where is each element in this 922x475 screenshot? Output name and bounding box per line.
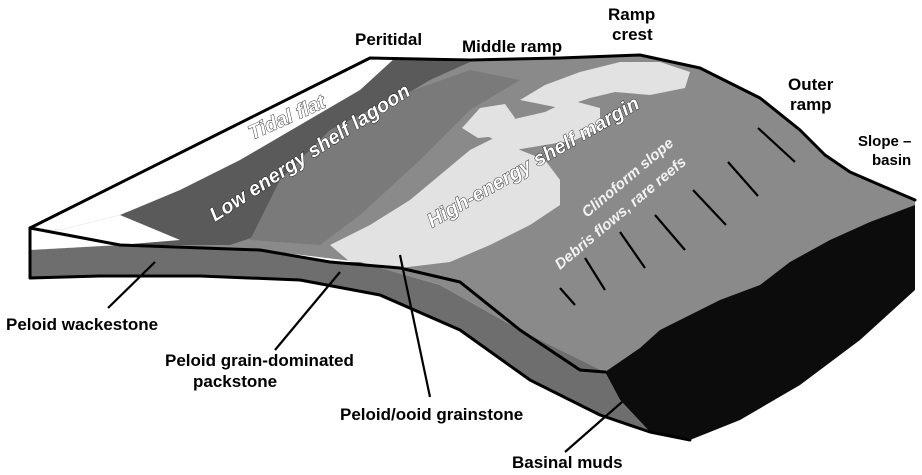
label-slope-basin-2: basin — [872, 152, 911, 169]
leader-peloid-packstone — [275, 272, 340, 350]
label-peloid-packstone-2: packstone — [193, 372, 277, 391]
label-peloid-ooid-grainstone: Peloid/ooid grainstone — [340, 405, 523, 424]
label-slope-basin-1: Slope – — [858, 133, 911, 150]
label-outer-ramp-2: ramp — [790, 95, 832, 114]
label-ramp-crest-2: crest — [612, 25, 653, 44]
label-peritidal: Peritidal — [355, 30, 422, 49]
label-outer-ramp-1: Outer — [788, 75, 834, 94]
label-ramp-crest-1: Ramp — [608, 5, 655, 24]
label-peloid-wackestone: Peloid wackestone — [6, 315, 158, 334]
label-peloid-packstone-1: Peloid grain-dominated — [165, 351, 354, 370]
label-middle-ramp: Middle ramp — [462, 37, 562, 56]
label-basinal-muds: Basinal muds — [512, 453, 623, 472]
